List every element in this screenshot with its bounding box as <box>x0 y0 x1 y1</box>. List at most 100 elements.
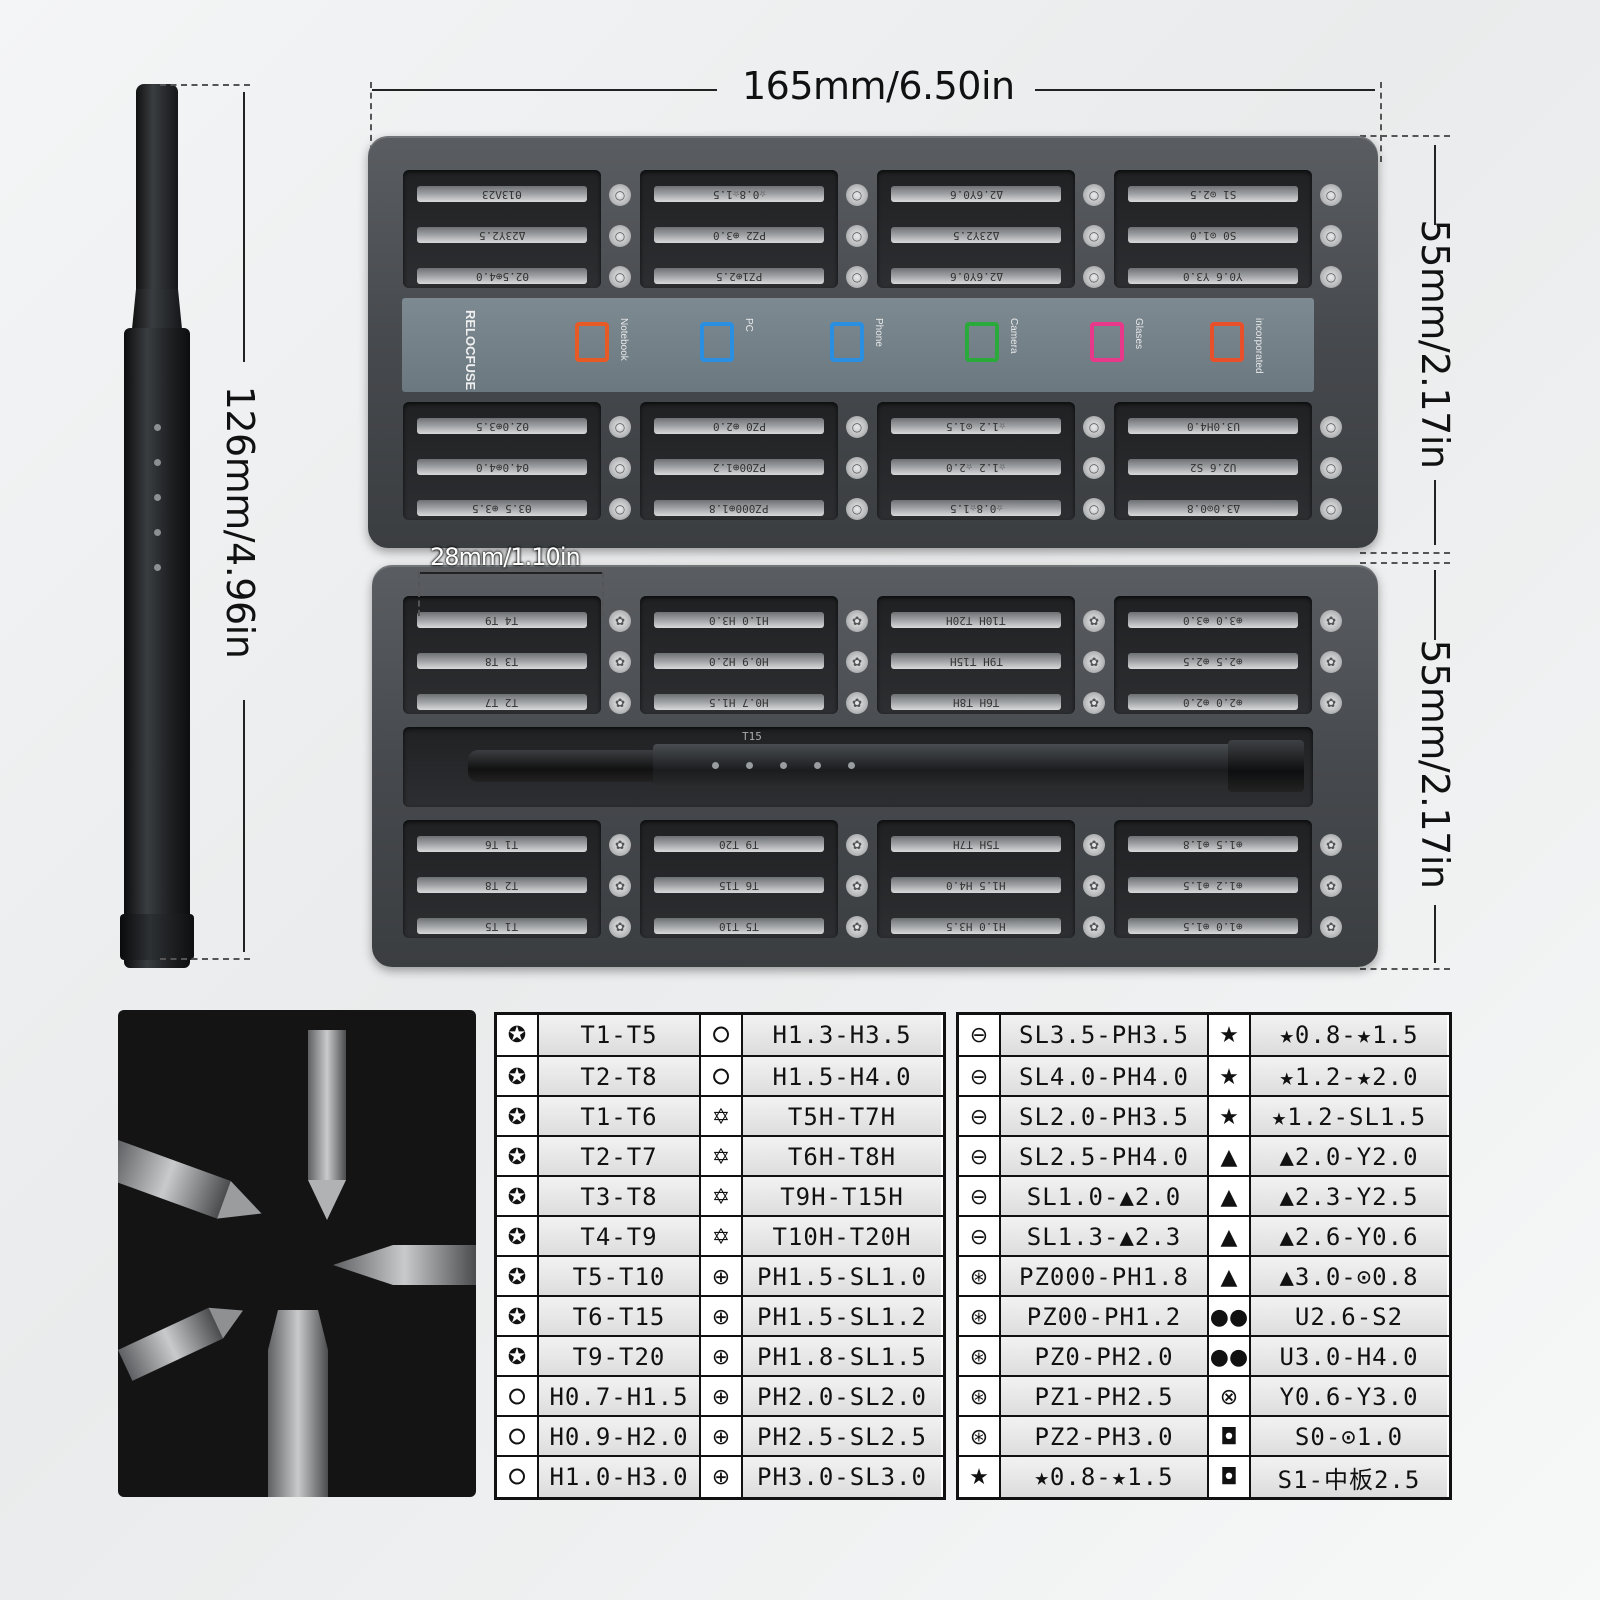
bit[interactable]: ⊕2.5 ⊕2.5 <box>1128 653 1298 669</box>
bit-size-text: PH1.5-SL1.0 <box>743 1257 941 1297</box>
bit-marking: ☆0.8☆1.5 <box>712 188 766 201</box>
bit-symbol-icon: ○ <box>1083 266 1105 288</box>
bit[interactable]: Θ3.5 ⊕3.5 <box>417 500 587 516</box>
bit[interactable]: T1 T6 <box>417 836 587 852</box>
bit[interactable]: Δ2.6Y0.6 <box>891 186 1061 202</box>
bit-symbol-icon: ✿ <box>1083 916 1105 938</box>
bit-type-icon: ⭘ <box>497 1377 539 1417</box>
bit[interactable]: T2 T7 <box>417 694 587 710</box>
height-top-tick-1 <box>1360 135 1450 137</box>
bit-size-text: SL2.0-PH3.5 <box>1001 1097 1209 1137</box>
bit[interactable]: ☆1.2 ⊙1.5 <box>891 418 1061 434</box>
bit-symbol-icon: ✿ <box>1320 875 1342 897</box>
bit[interactable]: T10H T20H <box>891 612 1061 628</box>
bit[interactable]: ⊕3.0 ⊕3.0 <box>1128 612 1298 628</box>
bit[interactable]: ☆1.2 ☆2.0 <box>891 459 1061 475</box>
bit[interactable]: H1.0 H3.5 <box>891 918 1061 934</box>
bit-marking: PZ000⊕1.8 <box>709 502 769 515</box>
bit[interactable]: T6H T8H <box>891 694 1061 710</box>
bit-symbol-icon: ○ <box>1320 498 1342 520</box>
bit[interactable]: ⊕1.5 ⊕1.8 <box>1128 836 1298 852</box>
bit[interactable]: T6 T15 <box>654 877 824 893</box>
spec-row: ✪T5-T10⊕PH1.5-SL1.0 <box>497 1255 943 1297</box>
spec-row: ⊖SL3.5-PH3.5★★0.8-★1.5 <box>959 1015 1449 1055</box>
bit-symbol-icon: ○ <box>1083 184 1105 206</box>
bit-type-icon: ✪ <box>497 1015 539 1055</box>
bit[interactable]: Θ4.0⊕4.0 <box>417 459 587 475</box>
bit[interactable]: T5 T10 <box>654 918 824 934</box>
height-bottom-tick-1 <box>1360 562 1450 564</box>
bit-symbol-icon: ○ <box>1083 416 1105 438</box>
bit[interactable]: T2 T8 <box>417 877 587 893</box>
bit[interactable]: PZ00⊕1.2 <box>654 459 824 475</box>
bit[interactable]: PZ2 ⊕3.0 <box>654 227 824 243</box>
bit[interactable]: T5H T7H <box>891 836 1061 852</box>
bit[interactable]: ☆0.8☆1.5 <box>891 500 1061 516</box>
bit[interactable]: H0.9 H2.0 <box>654 653 824 669</box>
bit[interactable]: Δ2.6Y0.6 <box>891 268 1061 284</box>
bit-type-icon: ⭘ <box>701 1015 743 1055</box>
bit-marking: U2.6 S2 <box>1189 461 1237 474</box>
bit[interactable]: PZ1⊕2.5 <box>654 268 824 284</box>
bit-size-text: T2-T7 <box>539 1137 701 1177</box>
bit[interactable]: PZ000⊕1.8 <box>654 500 824 516</box>
bit[interactable]: U2.6 S2 <box>1128 459 1298 475</box>
bit-marking: H1.0 H3.5 <box>946 920 1006 933</box>
bit[interactable]: Θ2.5⊕4.0 <box>417 268 587 284</box>
bit-type-icon: ▲ <box>1209 1137 1251 1177</box>
bit[interactable]: Θ2.0⊕3.5 <box>417 418 587 434</box>
bit-symbol-icon: ○ <box>609 416 631 438</box>
bit[interactable]: S0 ⊙1.0 <box>1128 227 1298 243</box>
height-top-line-a <box>1434 145 1436 225</box>
bit-symbol-icon: ✿ <box>1320 692 1342 714</box>
bit[interactable]: Δ3.0⊙0.8 <box>1128 500 1298 516</box>
bit[interactable]: PZ0 ⊕2.0 <box>654 418 824 434</box>
bit[interactable]: T1 T5 <box>417 918 587 934</box>
bit-type-icon: ✪ <box>497 1337 539 1377</box>
bit[interactable]: Δ23Y2.5 <box>891 227 1061 243</box>
pc-icon <box>700 322 734 362</box>
bit-size-text: T5H-T7H <box>743 1097 941 1137</box>
bit-type-icon: ⊖ <box>959 1015 1001 1055</box>
bit-symbol-icon: ✿ <box>1083 692 1105 714</box>
bit[interactable]: H1.5 H4.0 <box>891 877 1061 893</box>
bit[interactable]: S1 ⊙2.5 <box>1128 186 1298 202</box>
bit-marking: T4 T9 <box>485 614 519 627</box>
bit[interactable]: ⊕1.0 ⊕1.5 <box>1128 918 1298 934</box>
spec-row: ✪T2-T8⭘H1.5-H4.0 <box>497 1055 943 1097</box>
bit[interactable]: H1.0 H3.0 <box>654 612 824 628</box>
bit-size-text: T5-T10 <box>539 1257 701 1297</box>
bit-type-icon: ✪ <box>497 1217 539 1257</box>
spec-row: ✪T3-T8✡T9H-T15H <box>497 1175 943 1217</box>
bit-type-icon: ▲ <box>1209 1177 1251 1217</box>
bit-symbol-icon: ✿ <box>1083 651 1105 673</box>
bit-size-text: PH2.0-SL2.0 <box>743 1377 941 1417</box>
bit[interactable]: T9H T15H <box>891 653 1061 669</box>
bit[interactable]: T9 T20 <box>654 836 824 852</box>
handle-dim-bottom-tick <box>160 958 250 960</box>
bit-symbol-icon: ○ <box>1083 498 1105 520</box>
bit[interactable]: T4 T9 <box>417 612 587 628</box>
bit-marking: T3 T8 <box>485 655 519 668</box>
device-label: PC <box>743 318 754 332</box>
bit[interactable]: H0.7 H1.5 <box>654 694 824 710</box>
bit-marking: T6 T15 <box>719 879 759 892</box>
bit-symbol-icon: ✿ <box>1083 875 1105 897</box>
bit[interactable]: Θ13Λ23 <box>417 186 587 202</box>
bit-type-icon: ✪ <box>497 1137 539 1177</box>
bit[interactable]: Δ23Y2.5 <box>417 227 587 243</box>
bit[interactable]: T3 T8 <box>417 653 587 669</box>
bit-marking: PZ1⊕2.5 <box>715 270 763 283</box>
bit[interactable]: U3.0H4.0 <box>1128 418 1298 434</box>
bit[interactable]: ⊕2.0 ⊕2.0 <box>1128 694 1298 710</box>
bit-size-text: SL4.0-PH4.0 <box>1001 1057 1209 1097</box>
bit-size-text: T1-T5 <box>539 1015 701 1055</box>
bit-size-text: H0.7-H1.5 <box>539 1377 701 1417</box>
bit[interactable]: Y0.6 Y3.0 <box>1128 268 1298 284</box>
bit-symbol-icon: ✿ <box>609 610 631 632</box>
bit[interactable]: ⊕1.2 ⊕1.5 <box>1128 877 1298 893</box>
bit-dim-right-tick <box>602 572 604 616</box>
bit[interactable]: ☆0.8☆1.5 <box>654 186 824 202</box>
spec-row: ⊛PZ00-PH1.2●●U2.6-S2 <box>959 1295 1449 1337</box>
bit-type-icon: ✡ <box>701 1217 743 1257</box>
